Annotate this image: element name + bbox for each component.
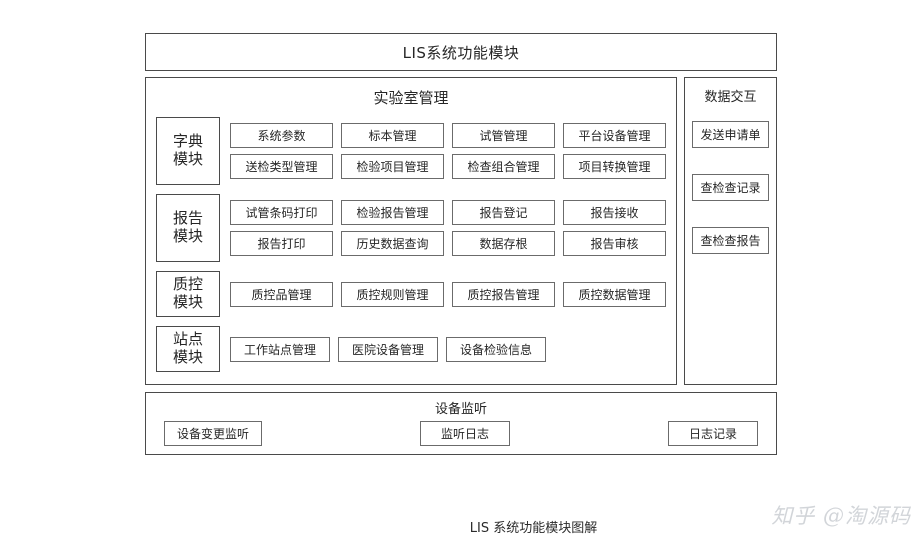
lis-module-diagram: LIS系统功能模块 实验室管理 字典 模块 系统参数 标本管理 试管管理 平台设…	[145, 33, 777, 536]
module-cell[interactable]: 报告打印	[230, 231, 333, 256]
module-cell[interactable]: 质控数据管理	[563, 281, 666, 307]
device-monitor-buttons: 设备变更监听 监听日志 日志记录	[146, 417, 776, 446]
module-row: 质控品管理 质控规则管理 质控报告管理 质控数据管理	[230, 281, 666, 307]
module-cell[interactable]: 设备检验信息	[446, 336, 546, 362]
module-row: 送检类型管理 检验项目管理 检查组合管理 项目转换管理	[230, 154, 666, 179]
module-cells-station: 工作站点管理 医院设备管理 设备检验信息	[230, 326, 666, 372]
module-cell[interactable]: 检验项目管理	[341, 154, 444, 179]
module-cell[interactable]: 医院设备管理	[338, 336, 438, 362]
module-cells-dictionary: 系统参数 标本管理 试管管理 平台设备管理 送检类型管理 检验项目管理 检查组合…	[230, 117, 666, 185]
module-cell[interactable]: 历史数据查询	[341, 231, 444, 256]
module-tag-quality-control-line2: 模块	[172, 293, 203, 311]
module-cell[interactable]: 数据存根	[452, 231, 555, 256]
data-interaction-title: 数据交互	[704, 90, 757, 105]
module-tag-dictionary: 字典 模块	[156, 117, 220, 185]
data-interaction-button-query-reports[interactable]: 查检查报告	[692, 227, 769, 254]
module-cells-report: 试管条码打印 检验报告管理 报告登记 报告接收 报告打印 历史数据查询 数据存根…	[230, 194, 666, 262]
module-block-quality-control: 质控 模块 质控品管理 质控规则管理 质控报告管理 质控数据管理	[156, 271, 666, 317]
diagram-caption: LIS 系统功能模块图解	[469, 521, 598, 536]
lab-management-panel: 实验室管理 字典 模块 系统参数 标本管理 试管管理 平台设备管理 送检类型管理	[145, 77, 677, 385]
module-row: 试管条码打印 检验报告管理 报告登记 报告接收	[230, 200, 666, 225]
module-cell[interactable]: 工作站点管理	[230, 336, 330, 362]
module-cell[interactable]: 质控品管理	[230, 281, 333, 307]
module-tag-dictionary-line2: 模块	[172, 150, 203, 168]
middle-region: 实验室管理 字典 模块 系统参数 标本管理 试管管理 平台设备管理 送检类型管理	[145, 77, 777, 385]
module-tag-report-line1: 报告	[172, 209, 203, 228]
device-monitor-title: 设备监听	[434, 402, 487, 417]
module-cell[interactable]: 送检类型管理	[230, 154, 333, 179]
diagram-title-bar: LIS系统功能模块	[145, 33, 777, 71]
module-cell[interactable]: 检查组合管理	[452, 154, 555, 179]
data-interaction-panel: 数据交互 发送申请单 查检查记录 查检查报告	[684, 77, 777, 385]
diagram-title-label: LIS系统功能模块	[402, 43, 520, 62]
module-tag-dictionary-line1: 字典	[172, 132, 203, 151]
module-cell[interactable]: 标本管理	[341, 123, 444, 148]
module-cell[interactable]: 试管管理	[452, 123, 555, 148]
module-tag-quality-control: 质控 模块	[156, 271, 220, 317]
module-cell[interactable]: 系统参数	[230, 123, 333, 148]
device-monitor-panel: 设备监听 设备变更监听 监听日志 日志记录	[145, 392, 777, 455]
module-tag-report-line2: 模块	[172, 227, 203, 245]
module-block-report: 报告 模块 试管条码打印 检验报告管理 报告登记 报告接收 报告打印 历史数据查…	[156, 194, 666, 262]
module-cell[interactable]: 项目转换管理	[563, 154, 666, 179]
module-cell[interactable]: 质控规则管理	[341, 281, 444, 307]
module-tag-station: 站点 模块	[156, 326, 220, 372]
module-tag-report: 报告 模块	[156, 194, 220, 262]
module-row: 系统参数 标本管理 试管管理 平台设备管理	[230, 123, 666, 148]
module-row: 报告打印 历史数据查询 数据存根 报告审核	[230, 231, 666, 256]
module-cell[interactable]: 报告接收	[563, 200, 666, 225]
watermark: 知乎 @淘源码	[771, 504, 911, 528]
data-interaction-button-send-request[interactable]: 发送申请单	[692, 121, 769, 148]
module-tag-quality-control-line1: 质控	[172, 275, 203, 294]
module-cell[interactable]: 试管条码打印	[230, 200, 333, 225]
monitor-button-log-record[interactable]: 日志记录	[667, 421, 758, 446]
module-tag-station-line2: 模块	[172, 348, 203, 366]
module-block-station: 站点 模块 工作站点管理 医院设备管理 设备检验信息	[156, 326, 666, 372]
module-row: 工作站点管理 医院设备管理 设备检验信息	[230, 336, 666, 362]
monitor-button-monitor-log[interactable]: 监听日志	[420, 421, 510, 446]
lab-management-title: 实验室管理	[373, 89, 449, 107]
module-block-dictionary: 字典 模块 系统参数 标本管理 试管管理 平台设备管理 送检类型管理 检验项目管…	[156, 117, 666, 185]
module-cell[interactable]: 报告审核	[563, 231, 666, 256]
module-cell[interactable]: 检验报告管理	[341, 200, 444, 225]
module-cell[interactable]: 质控报告管理	[452, 281, 555, 307]
data-interaction-button-query-records[interactable]: 查检查记录	[692, 174, 769, 201]
monitor-button-device-change[interactable]: 设备变更监听	[164, 421, 263, 446]
module-tag-station-line1: 站点	[172, 330, 203, 349]
module-cells-quality-control: 质控品管理 质控规则管理 质控报告管理 质控数据管理	[230, 271, 666, 317]
module-cell[interactable]: 报告登记	[452, 200, 555, 225]
module-cell[interactable]: 平台设备管理	[563, 123, 666, 148]
